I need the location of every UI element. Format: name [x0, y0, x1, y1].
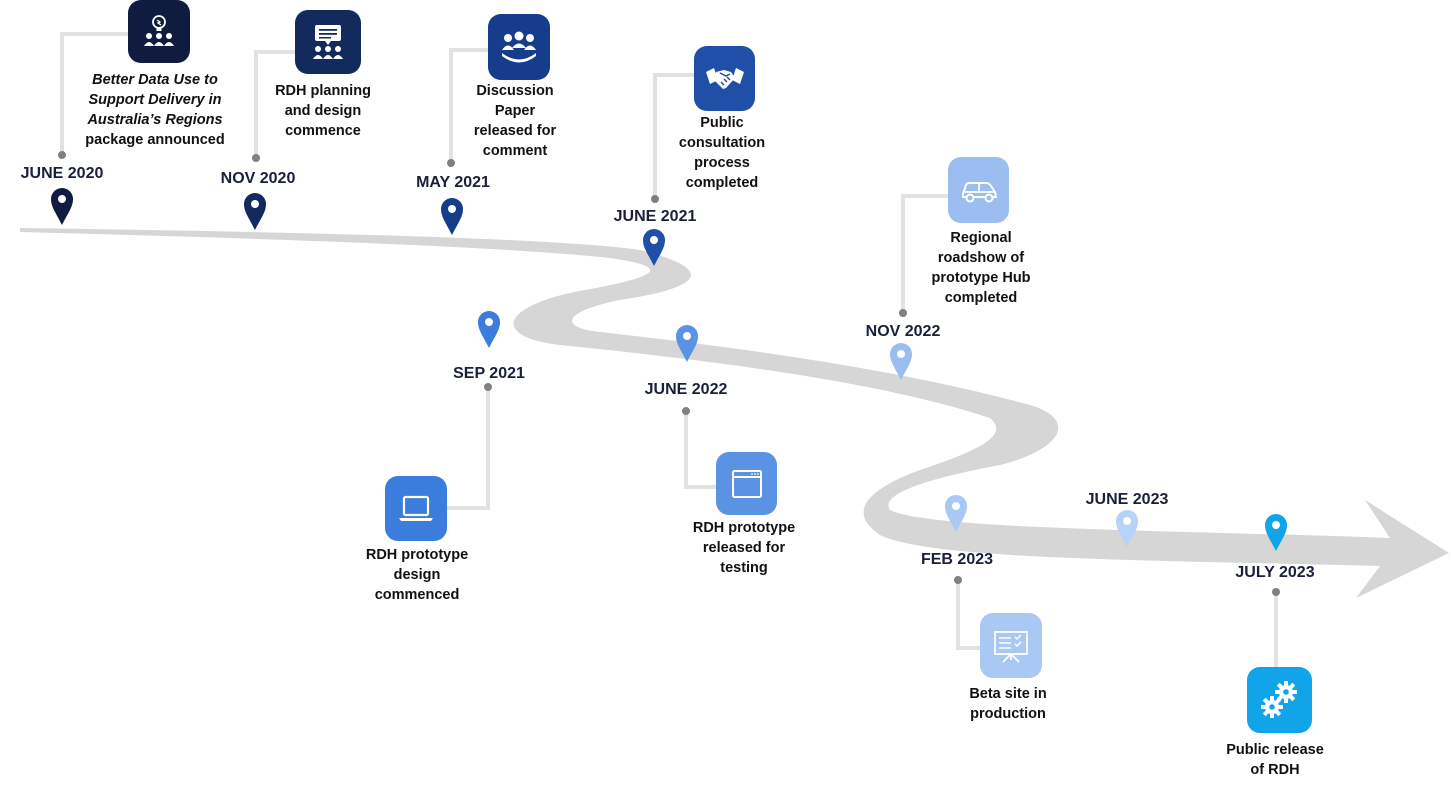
description-m10-line: of RDH — [1250, 762, 1300, 778]
laptop-icon — [399, 495, 433, 521]
connector-m6 — [684, 411, 716, 489]
description-m1-line: Support Delivery in — [88, 92, 222, 108]
description-m4-line: Public — [700, 115, 744, 131]
icon-box-m10 — [1247, 667, 1312, 733]
description-m4-line: completed — [685, 175, 759, 191]
winding-road — [20, 228, 1449, 598]
description-m8-line: production — [970, 706, 1046, 722]
description-m5-line: commenced — [374, 587, 460, 603]
description-m1-line: Australia’s Regions — [87, 112, 223, 128]
description-m3: Discussion Paper released for comment — [474, 81, 556, 161]
connector-m4 — [653, 73, 694, 199]
description-m7-line: prototype Hub — [931, 270, 1031, 286]
dot-m2 — [252, 154, 260, 162]
connector-m7 — [901, 194, 948, 313]
road-shape — [20, 228, 1449, 598]
dot-m7 — [899, 309, 907, 317]
description-m6-line: RDH prototype — [692, 520, 796, 536]
description-m1: Better Data Use to Support Delivery in A… — [85, 70, 224, 150]
icon-box-m8 — [980, 613, 1042, 678]
date-label-m2: NOV 2020 — [220, 170, 296, 187]
location-pin-icon — [244, 193, 266, 230]
dot-m4 — [651, 195, 659, 203]
handshake-icon — [705, 67, 744, 89]
description-m4-line: consultation — [678, 135, 766, 151]
description-m3-line: Discussion — [476, 83, 554, 99]
description-m7-line: roadshow of — [937, 250, 1025, 266]
presentation-icon — [313, 25, 343, 59]
date-label-m9: JUNE 2023 — [1085, 491, 1169, 508]
lightbulb-people-icon — [144, 14, 174, 46]
icon-box-m3 — [488, 14, 550, 80]
description-m6-line: testing — [720, 560, 768, 576]
description-m6-line: released for — [702, 540, 786, 556]
dot-m3 — [447, 159, 455, 167]
description-m3-line: Paper — [494, 103, 536, 119]
description-m3-line: released for — [473, 123, 557, 139]
description-m8-line: Beta site in — [969, 686, 1047, 702]
connector-lines — [60, 32, 1278, 668]
icon-box-m2 — [295, 10, 361, 74]
description-m4: Public consultation process completed — [679, 113, 765, 193]
description-m3-line: comment — [482, 143, 548, 159]
connector-m2 — [254, 50, 295, 158]
dot-m1 — [58, 151, 66, 159]
location-pin-icon — [1116, 510, 1138, 547]
date-label-m1: JUNE 2020 — [20, 165, 104, 182]
location-pins — [51, 188, 1287, 551]
connector-dots — [58, 151, 1280, 596]
checklist-board-icon — [994, 630, 1028, 663]
location-pin-icon — [1265, 514, 1287, 551]
description-m7: Regional roadshow of prototype Hub compl… — [931, 228, 1030, 308]
icon-box-m5 — [385, 476, 447, 541]
location-pin-icon — [643, 229, 665, 266]
connector-m8 — [956, 580, 980, 650]
description-m5: RDH prototype design commenced — [366, 545, 468, 605]
date-label-m5: SEP 2021 — [453, 365, 525, 382]
browser-window-icon — [731, 469, 762, 498]
description-m8: Beta site in production — [969, 684, 1046, 724]
icon-box-m6 — [716, 452, 777, 515]
icon-box-m4 — [694, 46, 755, 111]
description-m7-line: completed — [944, 290, 1018, 306]
description-m7-line: Regional — [950, 230, 1012, 246]
description-m2: RDH planning and design commence — [275, 81, 371, 141]
date-label-m6: JUNE 2022 — [644, 381, 728, 398]
location-pin-icon — [945, 495, 967, 532]
location-pin-icon — [51, 188, 73, 225]
car-icon — [961, 182, 997, 203]
location-pin-icon — [890, 343, 912, 380]
description-m2-line: and design — [284, 103, 362, 119]
description-m2-line: RDH planning — [275, 83, 371, 99]
icon-box-m1 — [128, 0, 190, 63]
date-label-m7: NOV 2022 — [865, 323, 941, 340]
description-m1-line: package announced — [85, 132, 225, 148]
description-m1-line: Better Data Use to — [92, 72, 218, 88]
connector-m5 — [447, 387, 490, 510]
connector-m1 — [60, 32, 128, 155]
location-pin-icon — [676, 325, 698, 362]
date-label-m3: MAY 2021 — [416, 174, 490, 191]
location-pin-icon — [478, 311, 500, 348]
dot-m6 — [682, 407, 690, 415]
description-m6: RDH prototype released for testing — [693, 518, 795, 578]
connector-m3 — [449, 48, 488, 163]
icon-box-m7 — [948, 157, 1009, 223]
description-m5-line: RDH prototype — [365, 547, 469, 563]
date-label-m10: JULY 2023 — [1235, 564, 1315, 581]
location-pin-icon — [441, 198, 463, 235]
description-m10: Public release of RDH — [1226, 740, 1324, 780]
description-m2-line: commence — [285, 123, 361, 139]
description-m4-line: process — [694, 155, 750, 171]
dot-m10 — [1272, 588, 1280, 596]
dot-m8 — [954, 576, 962, 584]
description-m10-line: Public release — [1226, 742, 1324, 758]
date-label-m4: JUNE 2021 — [613, 208, 697, 225]
group-meeting-icon — [502, 31, 536, 63]
date-label-m8: FEB 2023 — [920, 551, 994, 568]
dot-m5 — [484, 383, 492, 391]
description-m5-line: design — [393, 567, 441, 583]
gears-icon — [1260, 681, 1297, 718]
